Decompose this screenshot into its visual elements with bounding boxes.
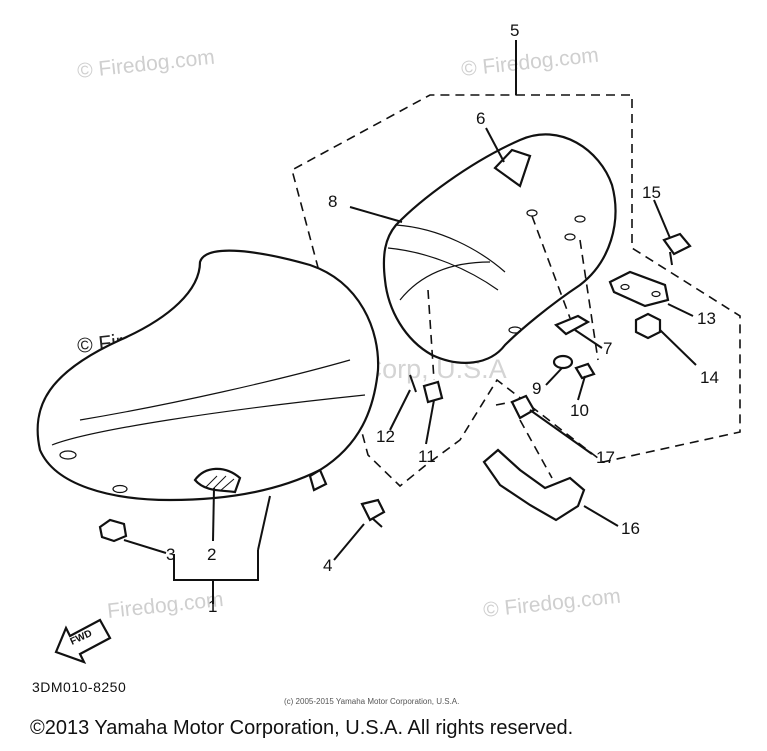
callout-12: 12: [376, 427, 395, 446]
callout-1: 1: [208, 597, 217, 616]
copyright-footer: ©2013 Yamaha Motor Corporation, U.S.A. A…: [30, 717, 573, 739]
watermark-top-right: © Firedog.com: [460, 44, 600, 81]
part-front-seat: [36, 249, 380, 502]
fine-print: (c) 2005-2015 Yamaha Motor Corporation, …: [284, 697, 459, 706]
callout-9: 9: [532, 379, 541, 398]
callout-13: 13: [697, 309, 716, 328]
watermark-bottom-right: © Firedog.com: [482, 585, 622, 622]
watermark-top-left: © Firedog.com: [76, 46, 216, 83]
callout-4: 4: [323, 556, 332, 575]
callout-14: 14: [700, 368, 719, 387]
callout-10: 10: [570, 401, 589, 420]
callout-8: 8: [328, 192, 337, 211]
callout-5: 5: [510, 21, 519, 40]
callout-3: 3: [166, 545, 175, 564]
callout-6: 6: [476, 109, 485, 128]
fwd-arrow-icon: FWD: [54, 618, 112, 664]
part-rear-seat: [382, 133, 617, 364]
callout-labels: 1 2 3 4 5 6 7 8 9 10 11 12 13 14 15 16 1…: [166, 21, 719, 616]
callout-11: 11: [418, 447, 436, 466]
callout-2: 2: [207, 545, 216, 564]
watermark-bottom-left: Firedog.com: [106, 588, 224, 623]
callout-15: 15: [642, 183, 661, 202]
assembly-outline-5: [291, 94, 741, 488]
part-hardware: [98, 232, 692, 543]
diagram-code: 3DM010-8250: [32, 679, 126, 695]
callout-17: 17: [596, 448, 615, 467]
callout-16: 16: [621, 519, 640, 538]
leader-lines: [123, 40, 697, 604]
callout-7: 7: [603, 339, 612, 358]
